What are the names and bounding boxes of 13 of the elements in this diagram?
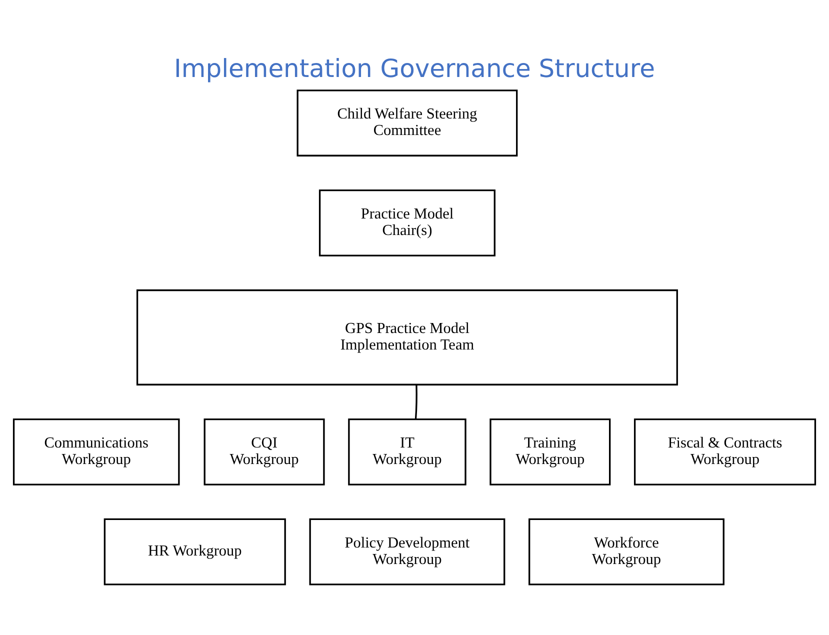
- node-box: Communications Workgroup: [12, 418, 180, 485]
- node-box: Policy Development Workgroup: [309, 518, 506, 585]
- node-box: Fiscal & Contracts Workgroup: [634, 418, 816, 485]
- node-box: IT Workgroup: [348, 418, 466, 485]
- node-box: Practice Model Chair(s): [318, 189, 496, 256]
- connector: [414, 384, 418, 419]
- node-box: HR Workgroup: [104, 518, 286, 585]
- node-box: Child Welfare Steering Committee: [296, 89, 518, 156]
- diagram-title: Implementation Governance Structure: [174, 54, 655, 83]
- node-box: Training Workgroup: [490, 418, 611, 485]
- node-box: Workforce Workgroup: [528, 518, 724, 585]
- node-box: CQI Workgroup: [204, 418, 325, 485]
- node-box: GPS Practice Model Implementation Team: [136, 288, 678, 385]
